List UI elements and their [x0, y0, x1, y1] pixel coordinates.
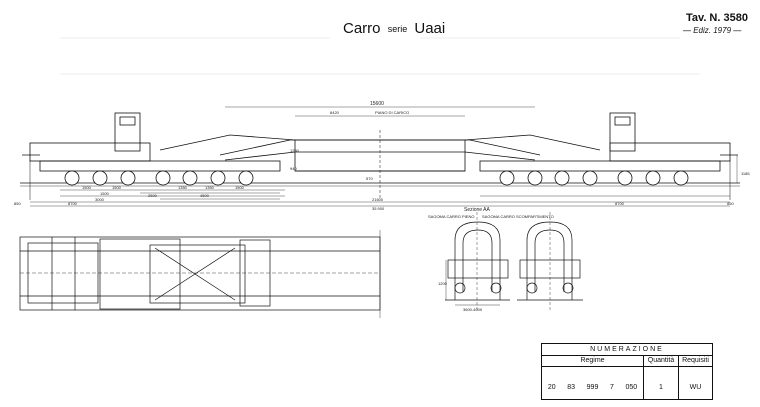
dim-piano-carico: 8420: [330, 110, 340, 115]
right-wheelset: [499, 170, 689, 186]
side-elevation: [20, 112, 740, 200]
dim-left-b: 1500: [112, 185, 122, 190]
quantita-value: 1: [644, 367, 679, 399]
dim-left-c: 1500: [100, 191, 110, 196]
section-labels: Sezione AA SAGOMA CARRO PIENO SAGOMA CAR…: [428, 207, 554, 312]
requisiti-value: WU: [689, 384, 702, 391]
dim-right-a: 8700: [615, 201, 625, 206]
regime-v2: 83: [567, 384, 576, 391]
title-small: serie: [387, 24, 408, 34]
dim-overall-1: 21600: [372, 197, 384, 202]
dimension-lines: [30, 106, 738, 207]
section-width: 3600-4000: [463, 307, 483, 312]
title-main: Carro: [343, 20, 381, 37]
dim-end-right: 850: [727, 201, 734, 206]
dim-left-d: 3000: [95, 197, 105, 202]
dim-overall-2: 35.900: [372, 206, 385, 211]
numerazione-table: NUMERAZIONE Regime Quantità Requisiti 20…: [541, 343, 713, 400]
dim-mid-e: 4500: [200, 193, 210, 198]
header-rules: [60, 37, 700, 75]
dim-mid-d: 2500: [148, 193, 158, 198]
section-height: 1200: [438, 281, 448, 286]
dimension-labels: 15600 8420 PIANO DI CARICO 1250 940 570 …: [14, 101, 750, 211]
col-requisiti: Requisiti: [682, 357, 709, 364]
dim-h1: 1250: [290, 148, 300, 153]
dim-total-center: 15600: [370, 101, 384, 107]
regime-values: 20 83 999 7 050: [542, 367, 644, 399]
dim-mid-c: 1500: [235, 185, 245, 190]
numerazione-value-row: 20 83 999 7 050 1 WU: [542, 367, 712, 399]
drawing-title: Carro serie Uaai: [343, 20, 445, 37]
title-series: Uaai: [414, 20, 446, 37]
section-left-note: SAGOMA CARRO PIENO: [428, 214, 474, 219]
regime-v1: 20: [547, 384, 556, 391]
dim-h3: 570: [366, 176, 373, 181]
col-quantita: Quantità: [644, 356, 679, 366]
dim-end-left: 850: [14, 201, 21, 206]
dim-piano-label: PIANO DI CARICO: [375, 110, 409, 115]
left-wheelset: [64, 170, 254, 186]
dim-mid-b: 1350: [205, 185, 215, 190]
dim-h4: 1185: [741, 171, 750, 176]
dim-left-a: 1500: [82, 185, 92, 190]
section-title: Sezione AA: [464, 207, 491, 213]
numerazione-header-row: Regime Quantità Requisiti: [542, 356, 712, 367]
section-aa: [445, 212, 583, 310]
dim-left-e: 8700: [68, 201, 78, 206]
col-regime: Regime: [542, 356, 644, 366]
dim-mid-a: 1350: [178, 185, 188, 190]
table-number: Tav. N. 3580: [686, 12, 748, 24]
numerazione-title: NUMERAZIONE: [542, 344, 712, 356]
regime-v5: 050: [625, 384, 638, 391]
regime-v4: 7: [609, 384, 614, 391]
section-right-note: SAGOMA CARRO SCOMPARTIMENTO: [482, 214, 554, 219]
dim-h2: 940: [290, 166, 297, 171]
regime-v3: 999: [586, 384, 599, 391]
edition-label: — Ediz. 1979 —: [683, 26, 742, 35]
plan-view: [19, 230, 381, 318]
